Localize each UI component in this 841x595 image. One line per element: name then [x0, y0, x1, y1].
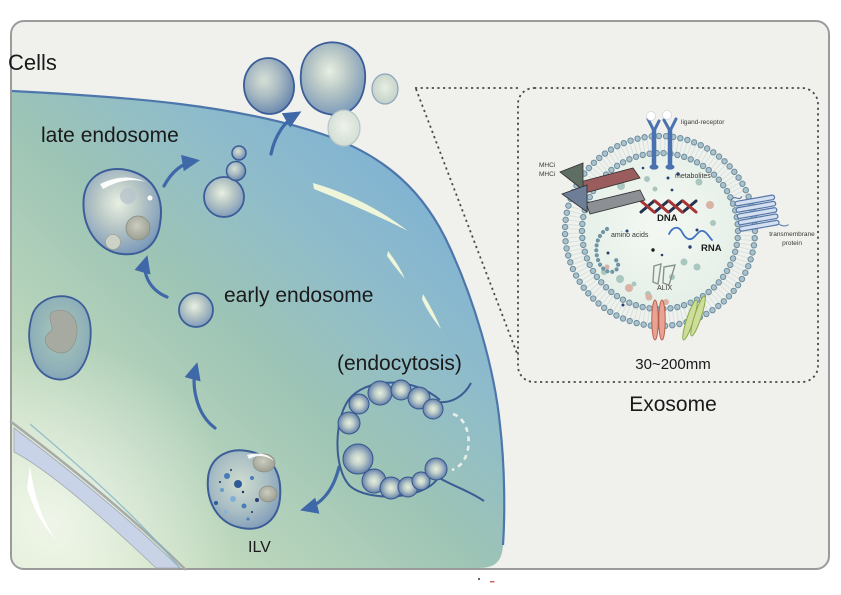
- alix-label: ALIX: [657, 285, 673, 292]
- mhc-protein: [559, 162, 646, 215]
- ilv-label: ILV: [248, 539, 271, 556]
- amino-acid-chain: [594, 226, 621, 275]
- metabolites-label: metabolites: [675, 173, 711, 180]
- late-endosome-vesicle: [82, 168, 162, 256]
- mhc-label: MHCi MHCi: [539, 162, 556, 178]
- dna-helix: [639, 199, 698, 214]
- metabolite-dots: [606, 166, 699, 307]
- released-exosomes: [243, 41, 399, 147]
- endocytosis-label: (endocytosis): [337, 352, 462, 375]
- amino-acids-label: amino acids: [611, 232, 649, 239]
- rna-strand: [668, 226, 713, 241]
- late-endosome-label: late endosome: [41, 124, 179, 147]
- cells-label: Cells: [8, 50, 57, 75]
- released-exosome: [371, 73, 399, 105]
- size-range-label: 30~200mm: [635, 356, 711, 373]
- exosome-detail: [559, 110, 789, 341]
- arrow-secretion-icon: [269, 111, 302, 156]
- tetraspanin-red: [651, 299, 666, 341]
- membrane-highlight-streaks: [313, 183, 441, 329]
- callout-box: [415, 87, 819, 383]
- exosome-caption: Exosome: [629, 393, 717, 416]
- white-highlight-crescent: [27, 466, 56, 540]
- released-exosome: [299, 41, 366, 116]
- endocytosis-invagination: [336, 379, 485, 502]
- alix-protein: [652, 263, 676, 286]
- arrow-endocytosis-to-ilv-icon: [300, 465, 341, 514]
- ligand-receptor-label: ligand-receptor: [681, 119, 725, 126]
- arrow-late-to-mvb-icon: [162, 154, 201, 188]
- early-endosome-vesicle: [178, 292, 214, 328]
- dna-label: DNA: [657, 213, 678, 224]
- rna-label: RNA: [701, 243, 722, 254]
- closing-vesicle-dashed-arc: [451, 412, 470, 472]
- budding-vesicles: [203, 145, 247, 218]
- ilv-cargo-dots: [214, 469, 259, 521]
- ligand-receptor-protein: [646, 110, 678, 170]
- arrow-ilv-to-early-icon: [184, 362, 217, 430]
- early-endosome-label: early endosome: [224, 284, 374, 307]
- nucleus-structure: [28, 295, 92, 381]
- cell-membrane: [11, 89, 506, 546]
- tetraspanin-green: [682, 295, 706, 341]
- arrow-early-to-late-icon: [134, 255, 169, 299]
- released-exosome: [327, 109, 361, 147]
- organelle-bands: [9, 420, 187, 571]
- transmembrane-protein-label: transmembrane protein: [769, 231, 815, 247]
- artifact-marks: [477, 577, 495, 583]
- released-exosome: [243, 57, 295, 115]
- transmembrane-protein: [730, 194, 789, 232]
- ilv-vesicle: [206, 449, 282, 530]
